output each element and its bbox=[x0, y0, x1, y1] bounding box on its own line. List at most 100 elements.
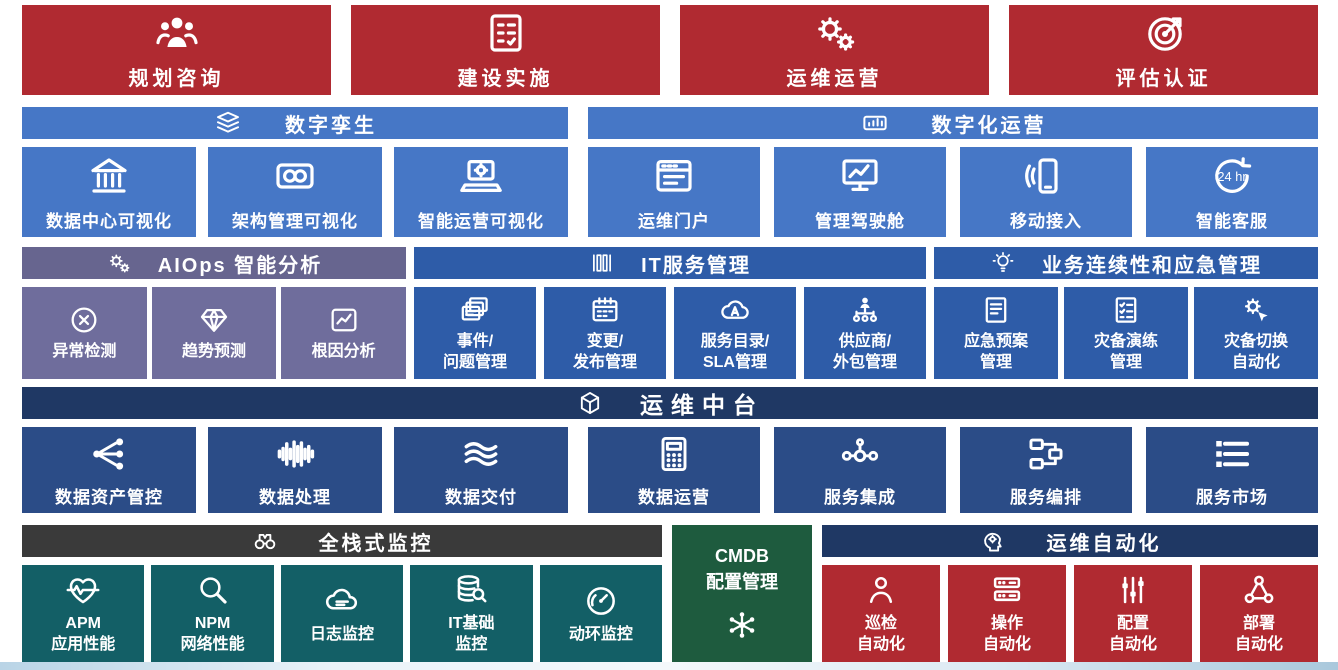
network-icon bbox=[725, 608, 759, 642]
person-icon bbox=[862, 571, 900, 609]
tile-label: 服务集成 bbox=[824, 488, 896, 507]
section-header-ops-middle-platform: 运维中台 bbox=[22, 387, 1318, 419]
tile-label-line1: 部署 bbox=[1242, 615, 1275, 633]
banner-operations-management: 运维运营 bbox=[680, 5, 989, 95]
tile-mobile-access: 移动接入 bbox=[960, 147, 1132, 237]
tile-label: 管理驾驶舱 bbox=[815, 212, 905, 231]
tile-label-line2: 自动化 bbox=[856, 636, 905, 653]
tile-intelligent-service: 24 hr 智能客服 bbox=[1146, 147, 1318, 237]
data-tiles: 数据资产管控 数据处理 数据交付 bbox=[22, 427, 568, 513]
tile-label-line1: 动环监控 bbox=[568, 625, 633, 643]
tile-label-line1: CMDB bbox=[715, 546, 769, 567]
tile-label-line1: 灾备切换 bbox=[1223, 332, 1288, 350]
org-people-icon bbox=[848, 293, 882, 327]
lifecycle-banner-row: 规划咨询 建设实施 运维运营 评估认证 bbox=[22, 5, 1318, 95]
tile-emergency-plan-mgmt: 应急预案 管理 bbox=[934, 287, 1058, 379]
target-icon bbox=[1140, 9, 1188, 57]
tile-label: 异常检测 bbox=[52, 343, 117, 361]
service-tiles: 数据运营 服务集成 服务编排 服务市场 bbox=[588, 427, 1318, 513]
banner-construction-implementation: 建设实施 bbox=[351, 5, 660, 95]
share-icon bbox=[87, 432, 131, 476]
section-header-fullstack-monitoring: 全栈式监控 bbox=[22, 525, 662, 557]
tile-label: 数据运营 bbox=[638, 488, 710, 507]
tile-label-line2: 发布管理 bbox=[572, 353, 637, 371]
gears-icon bbox=[106, 250, 132, 276]
layers-icon bbox=[213, 108, 243, 138]
tile-it-infra-monitoring: IT基础 监控 bbox=[410, 565, 533, 662]
section-header-label: AIOps 智能分析 bbox=[157, 254, 323, 277]
section-header-label: 数字孪生 bbox=[285, 114, 377, 137]
tile-label-line2: 应用性能 bbox=[51, 636, 116, 653]
tile-label-line2: SLA管理 bbox=[702, 353, 767, 371]
server-stack-icon bbox=[988, 571, 1026, 609]
management-header-row: AIOps 智能分析 IT服务管理 业务连续性和应急管理 bbox=[22, 247, 1318, 279]
tile-facility-monitoring: 动环监控 bbox=[539, 565, 663, 662]
tile-label-line2: 管理 bbox=[1109, 353, 1142, 371]
database-search-icon bbox=[452, 571, 490, 609]
tile-deployment-automation: 部署 自动化 bbox=[1200, 565, 1318, 662]
section-header-label: 全栈式监控 bbox=[318, 532, 434, 555]
calculator-icon bbox=[652, 432, 696, 476]
cards-icon bbox=[458, 293, 492, 327]
section-header-digital-twin: 数字孪生 bbox=[22, 107, 568, 139]
checklist-icon bbox=[482, 9, 530, 57]
tile-ops-portal: 运维门户 bbox=[588, 147, 760, 237]
tile-label: 数据处理 bbox=[259, 488, 331, 507]
monitoring-tiles: APM 应用性能 NPM 网络性能 日志监控 IT基础 监控 动环监控 bbox=[22, 565, 663, 662]
tile-label-line1: NPM bbox=[194, 615, 231, 633]
tile-npm: NPM 网络性能 bbox=[151, 565, 274, 662]
binoculars-icon bbox=[251, 527, 279, 555]
svg-text:24 hr: 24 hr bbox=[1217, 169, 1247, 184]
tile-data-processing: 数据处理 bbox=[208, 427, 382, 513]
section-header-label: 业务连续性和应急管理 bbox=[1042, 254, 1262, 277]
mobile-icon bbox=[1022, 152, 1070, 200]
tile-inspection-automation: 巡检 自动化 bbox=[822, 565, 940, 662]
tile-label-line2: 外包管理 bbox=[832, 353, 897, 371]
tile-data-delivery: 数据交付 bbox=[394, 427, 568, 513]
tile-trend-prediction: 趋势预测 bbox=[151, 287, 277, 379]
tile-label: 数据资产管控 bbox=[55, 488, 163, 507]
section-header-label: IT服务管理 bbox=[641, 254, 751, 277]
tile-label-line1: 事件/ bbox=[456, 332, 494, 350]
banner-label: 评估认证 bbox=[1115, 68, 1212, 90]
aiops-tiles: 异常检测 趋势预测 根因分析 bbox=[22, 287, 407, 379]
diamond-icon bbox=[197, 303, 231, 337]
cloud-lines-icon bbox=[323, 582, 361, 620]
visualization-header-row: 数字孪生 数字化运营 bbox=[22, 107, 1318, 139]
tile-label-line1: 操作 bbox=[990, 615, 1023, 633]
list-icon bbox=[1210, 432, 1254, 476]
tile-management-cockpit: 管理驾驶舱 bbox=[774, 147, 946, 237]
bulb-icon bbox=[990, 250, 1016, 276]
tile-anomaly-detection: 异常检测 bbox=[22, 287, 147, 379]
tile-label-line1: APM bbox=[65, 615, 101, 633]
tile-label: 根因分析 bbox=[311, 343, 376, 361]
tile-label-line2: 自动化 bbox=[982, 636, 1031, 653]
visualization-tile-row: 数据中心可视化 架构管理可视化 智能运营可视化 运维门户 管理驾驶舱 bbox=[22, 147, 1318, 237]
tile-dr-switch-automation: 灾备切换 自动化 bbox=[1194, 287, 1318, 379]
banner-evaluation-certification: 评估认证 bbox=[1009, 5, 1318, 95]
section-header-label: 运维中台 bbox=[640, 392, 764, 418]
waveform-icon bbox=[273, 432, 317, 476]
calendar-icon bbox=[588, 293, 622, 327]
doc-text-icon bbox=[979, 293, 1013, 327]
tile-datacenter-visualization: 数据中心可视化 bbox=[22, 147, 196, 237]
deploy-icon bbox=[1240, 571, 1278, 609]
tile-label: 智能客服 bbox=[1196, 212, 1268, 231]
section-header-aiops: AIOps 智能分析 bbox=[22, 247, 406, 279]
tile-label: 服务市场 bbox=[1196, 488, 1268, 507]
nodes-icon bbox=[838, 432, 882, 476]
gauge-icon bbox=[582, 582, 620, 620]
meter-icon bbox=[860, 108, 890, 138]
tile-root-cause-analysis: 根因分析 bbox=[281, 287, 407, 379]
tile-config-automation: 配置 自动化 bbox=[1074, 565, 1192, 662]
tile-label-line2: 监控 bbox=[455, 636, 488, 653]
digital-twin-tiles: 数据中心可视化 架构管理可视化 智能运营可视化 bbox=[22, 147, 568, 237]
tile-service-integration: 服务集成 bbox=[774, 427, 946, 513]
tile-operation-automation: 操作 自动化 bbox=[948, 565, 1066, 662]
tile-label-line1: 日志监控 bbox=[310, 625, 375, 643]
monitor-chart-icon bbox=[836, 152, 884, 200]
bottom-tile-row: APM 应用性能 NPM 网络性能 日志监控 IT基础 监控 动环监控 bbox=[22, 565, 1318, 662]
waves-icon bbox=[459, 432, 503, 476]
tile-label-line2: 问题管理 bbox=[442, 353, 507, 371]
bcm-tiles: 应急预案 管理 灾备演练 管理 灾备切换 自动化 bbox=[934, 287, 1318, 379]
